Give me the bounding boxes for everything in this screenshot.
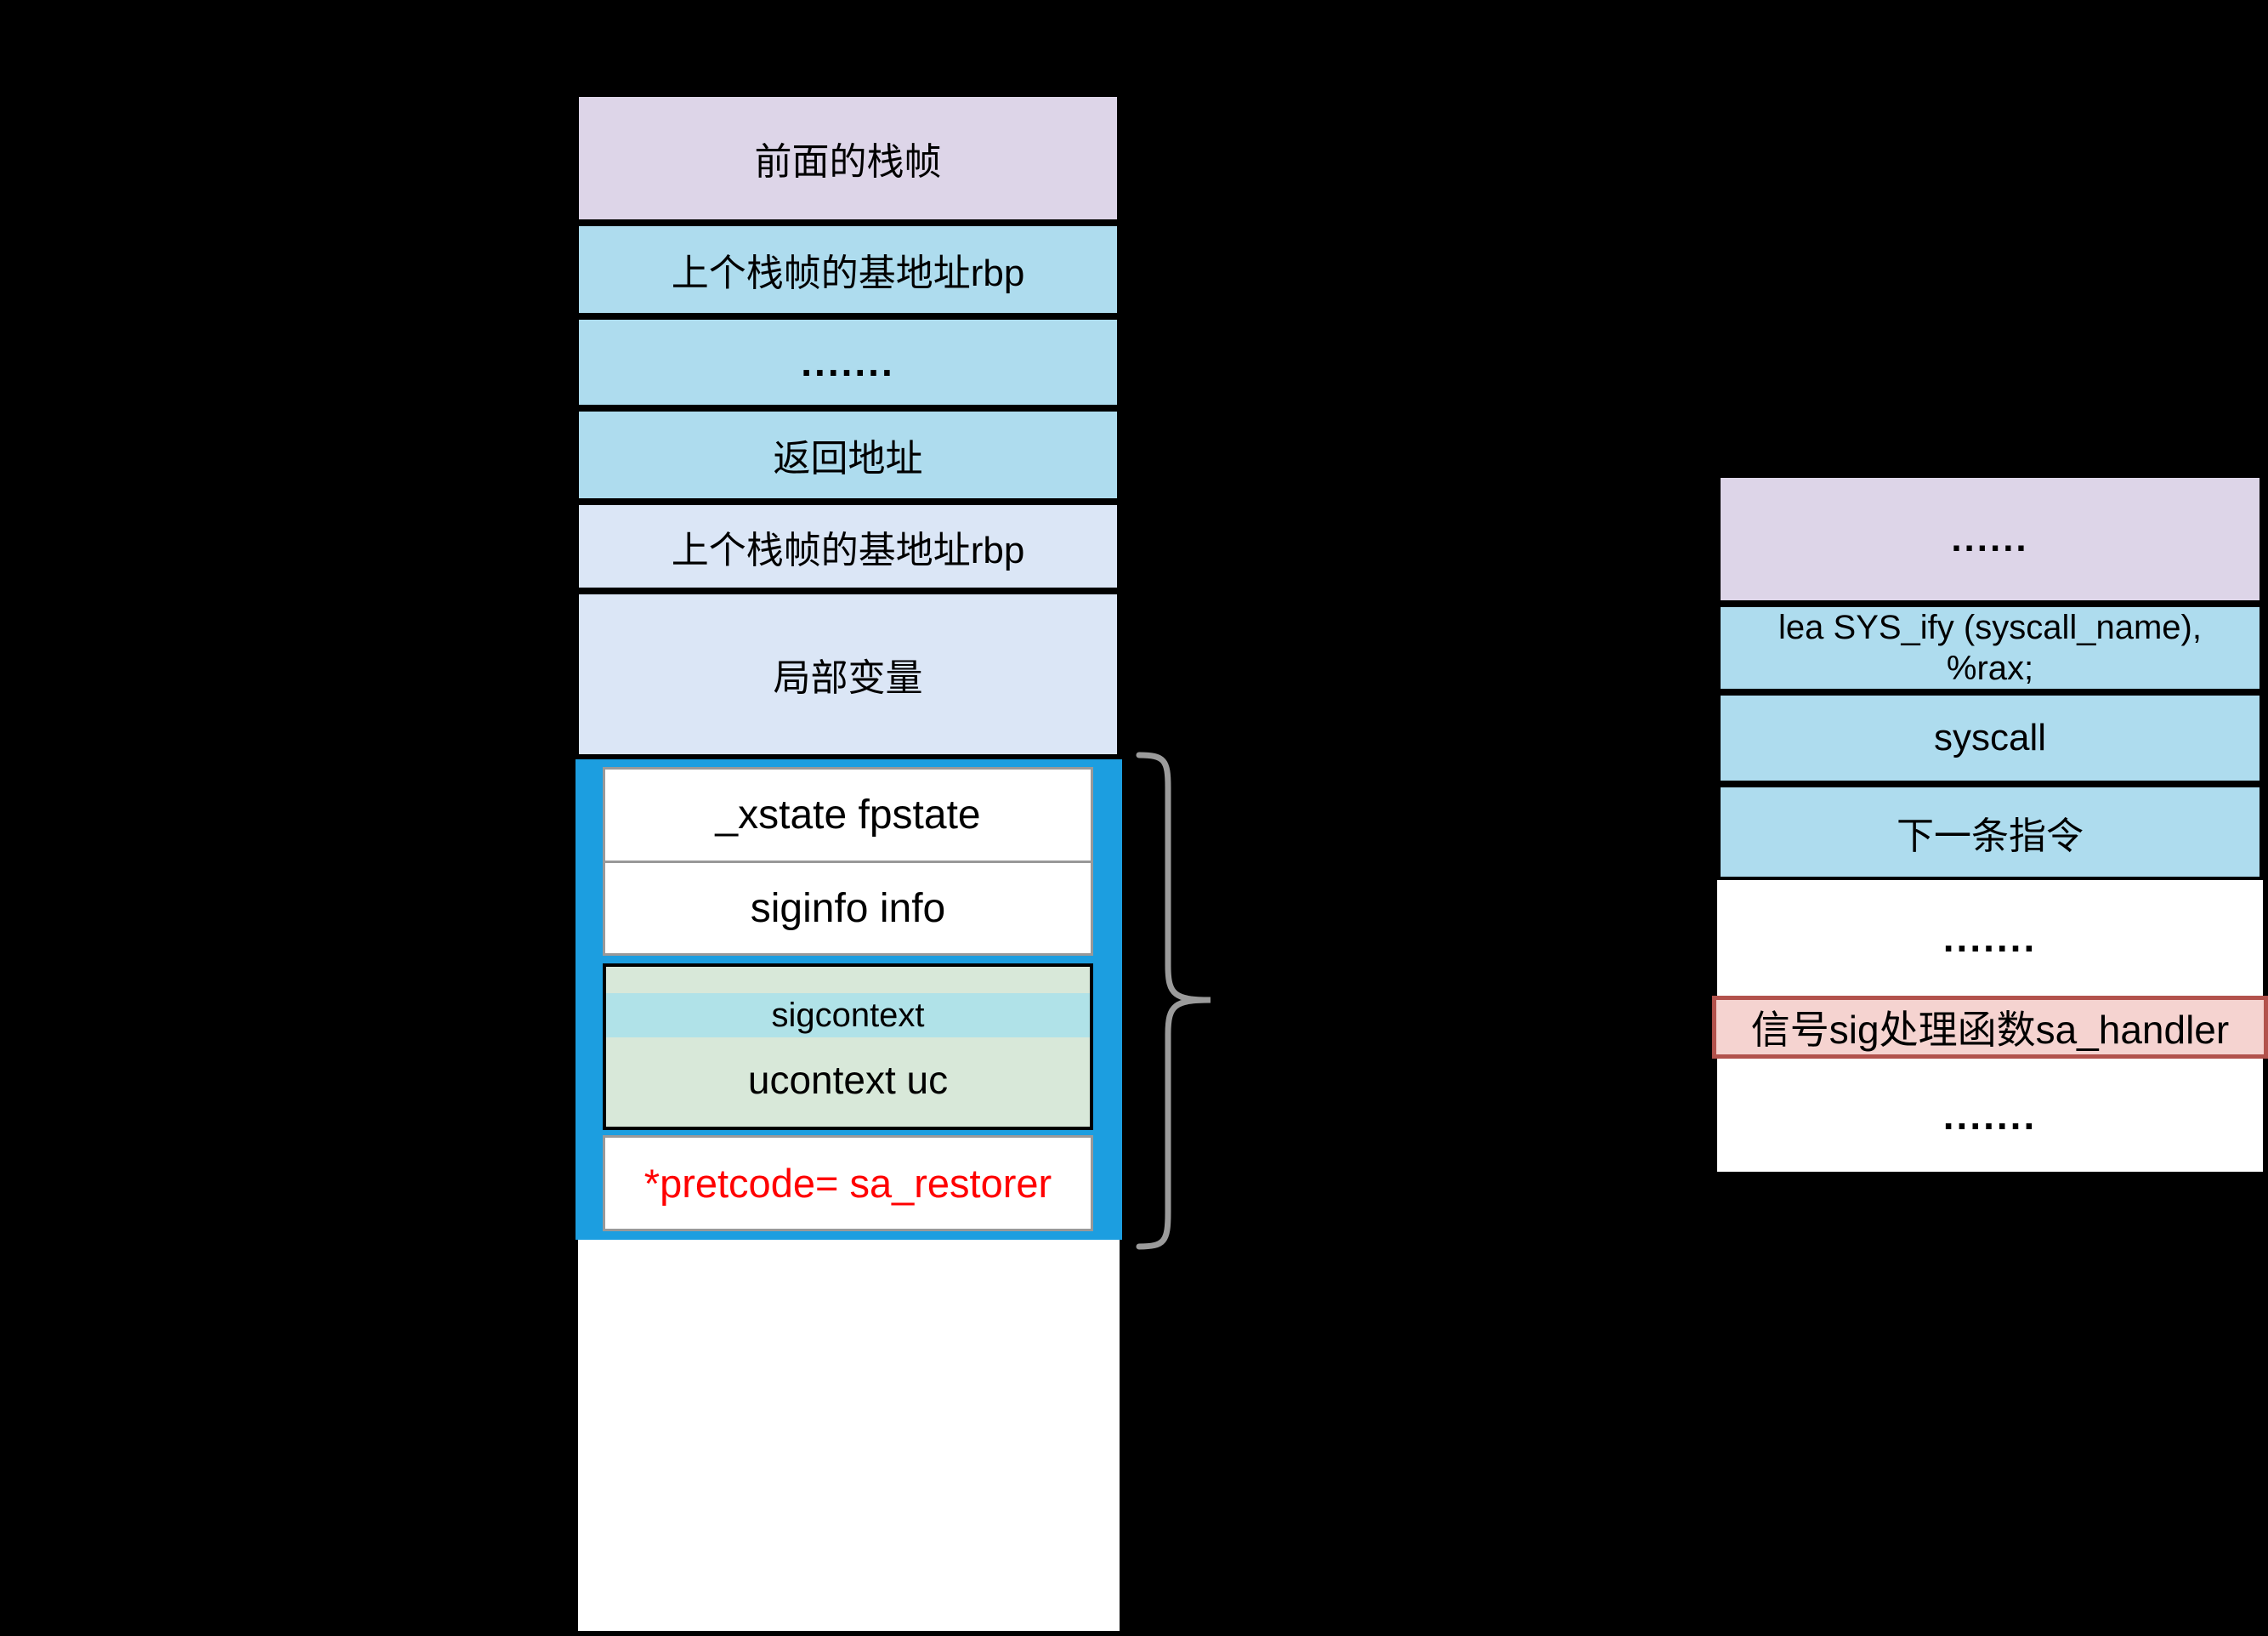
cell-lea-sys-ify: lea SYS_ify (syscall_name), %rax; <box>1717 604 2263 692</box>
cell-local-variables: 局部变量 <box>576 591 1120 758</box>
cell-prev-frame-base-rbp-2: 上个栈帧的基地址rbp <box>576 502 1120 591</box>
cell-xstate-fpstate: _xstate fpstate <box>603 767 1093 863</box>
ucontext-box: sigcontext ucontext uc <box>603 963 1093 1130</box>
signal-frame-container: _xstate fpstate siginfo info sigcontext … <box>576 759 1122 1240</box>
cell-signal-handler: 信号sig处理函数sa_handler <box>1712 996 2268 1059</box>
ucontext-label: ucontext uc <box>747 1058 949 1102</box>
curly-brace <box>1136 752 1211 1250</box>
cell-pretcode-sa-restorer: *pretcode= sa_restorer <box>603 1135 1093 1231</box>
cell-prev-frame-base-rbp-1: 上个栈帧的基地址rbp <box>576 223 1120 316</box>
cell-previous-stack-frame: 前面的栈帧 <box>576 94 1120 223</box>
cell-ellipsis-mid-right: ....... <box>1717 880 2263 996</box>
cell-syscall: syscall <box>1717 692 2263 784</box>
cell-ellipsis-top-right: ...... <box>1717 474 2263 604</box>
cell-next-instruction: 下一条指令 <box>1717 784 2263 880</box>
cell-ellipsis-bottom-right: ....... <box>1717 1059 2263 1172</box>
cell-return-address: 返回地址 <box>576 408 1120 502</box>
empty-stack-space <box>578 1240 1120 1631</box>
sigcontext-strip: sigcontext <box>606 993 1090 1037</box>
cell-ellipsis-left: ....... <box>576 316 1120 408</box>
cell-siginfo-info: siginfo info <box>603 861 1093 956</box>
